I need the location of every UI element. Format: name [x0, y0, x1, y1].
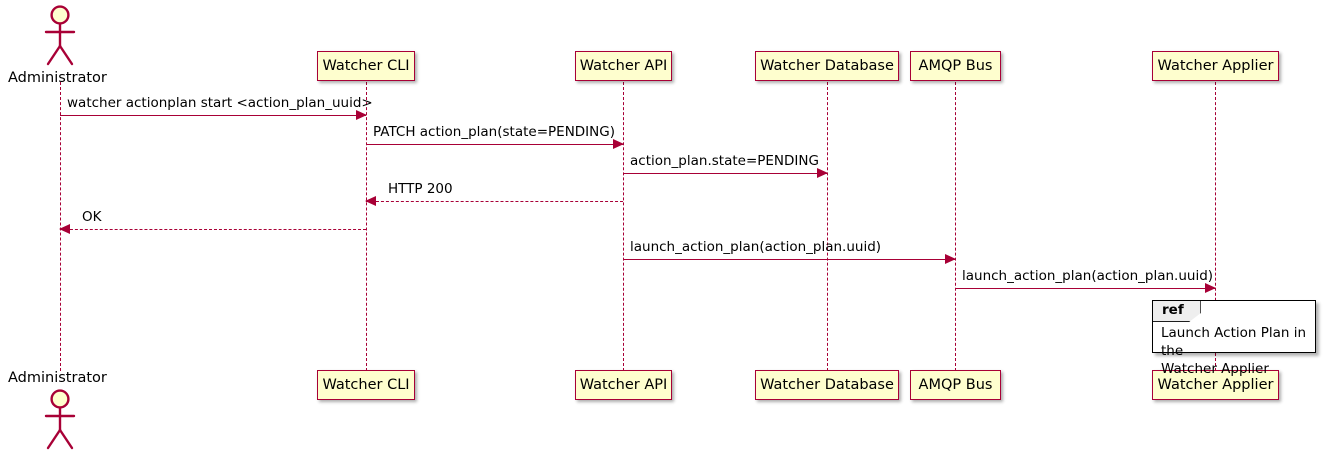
message-label: PATCH action_plan(state=PENDING): [373, 124, 615, 141]
participant-label-amqp-bus-top: AMQP Bus: [918, 57, 993, 74]
participant-box-watcher-database-bottom[interactable]: Watcher Database: [755, 370, 899, 400]
message-label: launch_action_plan(action_plan.uuid): [630, 239, 882, 256]
ref-fragment-tab-label: ref: [1153, 301, 1201, 322]
message-label: action_plan.state=PENDING: [630, 153, 819, 170]
message-line: [623, 259, 955, 260]
message-line: [366, 144, 623, 145]
ref-fragment-body-line-1: Launch Action Plan in the: [1161, 325, 1307, 359]
message-line: [60, 229, 366, 230]
arrowhead-icon: [817, 168, 828, 178]
arrowhead-icon: [356, 110, 367, 120]
participant-label-watcher-database-top: Watcher Database: [760, 57, 894, 74]
participant-box-watcher-cli-bottom[interactable]: Watcher CLI: [317, 370, 415, 400]
message-label: HTTP 200: [388, 181, 453, 198]
message-line: [955, 288, 1215, 289]
participant-box-watcher-api-top[interactable]: Watcher API: [575, 51, 672, 81]
participant-box-watcher-applier-bottom[interactable]: Watcher Applier: [1152, 370, 1279, 400]
arrowhead-icon: [1205, 283, 1216, 293]
lifeline-watcher-api: [623, 82, 624, 371]
participant-label-amqp-bus-bottom: AMQP Bus: [918, 376, 993, 393]
ref-fragment-body: Launch Action Plan in the Watcher Applie…: [1161, 325, 1309, 378]
participant-label-watcher-api-bottom: Watcher API: [579, 376, 668, 393]
arrowhead-icon: [59, 224, 70, 234]
ref-fragment-body-line-2: Watcher Applier: [1161, 360, 1269, 377]
lifeline-watcher-cli: [366, 82, 367, 371]
ref-fragment: ref Launch Action Plan in the Watcher Ap…: [1152, 300, 1316, 377]
message-line: [60, 115, 366, 116]
actor-administrator-top: [34, 4, 86, 66]
message-label: launch_action_plan(action_plan.uuid): [962, 268, 1214, 285]
participant-box-watcher-applier-top[interactable]: Watcher Applier: [1152, 51, 1279, 81]
participant-label-watcher-api-top: Watcher API: [579, 57, 668, 74]
message-label: watcher actionplan start <action_plan_uu…: [67, 95, 373, 112]
lifeline-watcher-database: [827, 82, 828, 371]
participant-box-watcher-database-top[interactable]: Watcher Database: [755, 51, 899, 81]
participant-box-watcher-api-bottom[interactable]: Watcher API: [575, 370, 672, 400]
participant-label-watcher-applier-top: Watcher Applier: [1157, 57, 1274, 74]
participant-box-watcher-cli-top[interactable]: Watcher CLI: [317, 51, 415, 81]
participant-label-watcher-database-bottom: Watcher Database: [760, 376, 894, 393]
actor-administrator-bottom: [34, 388, 86, 450]
arrowhead-icon: [365, 196, 376, 206]
participant-box-amqp-bus-top[interactable]: AMQP Bus: [910, 51, 1001, 81]
message-line: [366, 201, 623, 202]
arrowhead-icon: [945, 254, 956, 264]
participant-label-watcher-cli-top: Watcher CLI: [322, 57, 410, 74]
message-line: [623, 173, 827, 174]
arrowhead-icon: [613, 139, 624, 149]
lifeline-watcher-applier: [1215, 82, 1216, 371]
actor-label-administrator-bottom: Administrator: [8, 370, 107, 386]
participant-label-watcher-cli-bottom: Watcher CLI: [322, 376, 410, 393]
actor-label-administrator-top: Administrator: [8, 70, 107, 86]
message-label: OK: [82, 209, 102, 226]
lifeline-amqp-bus: [955, 82, 956, 371]
participant-label-watcher-applier-bottom: Watcher Applier: [1157, 376, 1274, 393]
participant-box-amqp-bus-bottom[interactable]: AMQP Bus: [910, 370, 1001, 400]
